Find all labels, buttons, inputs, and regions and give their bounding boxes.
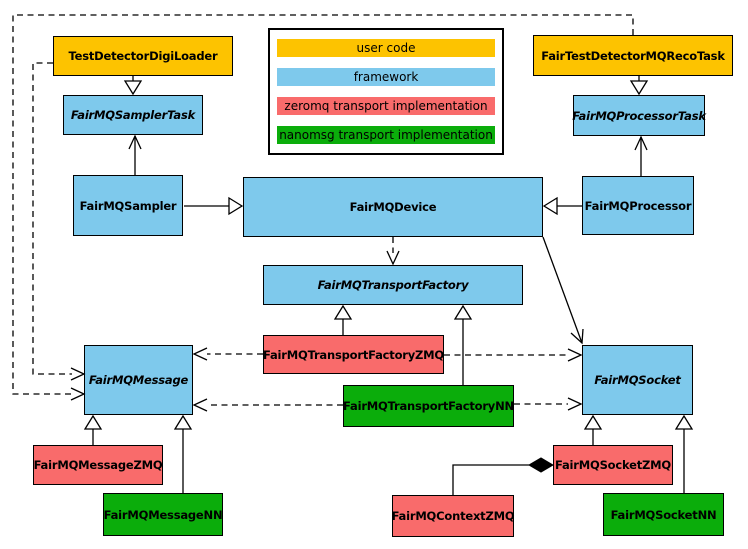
node-fairmqcontextzmq: FairMQContextZMQ bbox=[392, 495, 515, 537]
node-fairmqsocketzmq: FairMQSocketZMQ bbox=[553, 445, 673, 485]
edge-dependency-factorynn-socket bbox=[514, 397, 583, 411]
legend-item-nanomsg: nanomsg transport implementation bbox=[277, 126, 495, 144]
edge-inheritance-socketnn-socket bbox=[674, 414, 694, 493]
edge-inheritance-factorynn-factory bbox=[453, 304, 473, 385]
node-fairmqtransportfactoryzmq: FairMQTransportFactoryZMQ bbox=[263, 335, 444, 374]
edge-inheritance-messagezmq-message bbox=[83, 414, 103, 445]
node-fairmqmessagenn: FairMQMessageNN bbox=[103, 493, 223, 536]
edge-dependency-factoryzmq-message bbox=[192, 347, 263, 361]
edge-inheritance-recotask-processortask bbox=[629, 76, 649, 96]
edge-inheritance-digiloader-samplertask bbox=[123, 76, 143, 96]
node-fairmqmessage: FairMQMessage bbox=[84, 345, 193, 415]
legend-item-zeromq: zeromq transport implementation bbox=[277, 97, 495, 115]
legend: user code framework zeromq transport imp… bbox=[268, 28, 504, 155]
node-fairmqtransportfactorynn: FairMQTransportFactoryNN bbox=[343, 385, 514, 427]
edge-association-device-socket bbox=[542, 236, 584, 345]
node-testdetectordigiloader: TestDetectorDigiLoader bbox=[53, 36, 233, 76]
node-fairmqmessagezmq: FairMQMessageZMQ bbox=[33, 445, 163, 485]
edge-inheritance-messagenn-message bbox=[173, 414, 193, 493]
edge-inheritance-factoryzmq-factory bbox=[333, 304, 353, 335]
node-fairmqprocessor: FairMQProcessor bbox=[582, 176, 694, 235]
node-fairmqtransportfactory: FairMQTransportFactory bbox=[263, 265, 523, 305]
edge-association-sampler-samplertask bbox=[128, 134, 142, 175]
edge-inheritance-processor-device bbox=[542, 196, 582, 216]
edge-composition-contextzmq-socketzmq bbox=[452, 457, 554, 495]
node-fairtestdetectormqrecotask: FairTestDetectorMQRecoTask bbox=[533, 35, 733, 76]
node-fairmqsamplertask: FairMQSamplerTask bbox=[63, 95, 203, 135]
edge-association-processor-processortask bbox=[634, 135, 648, 176]
edge-inheritance-socketzmq-socket bbox=[583, 414, 603, 445]
edge-dependency-factoryzmq-socket bbox=[444, 348, 583, 362]
edge-dependency-device-factory bbox=[386, 237, 400, 266]
node-fairmqprocessortask: FairMQProcessorTask bbox=[572, 95, 706, 136]
edge-inheritance-sampler-device bbox=[184, 196, 244, 216]
legend-item-user-code: user code bbox=[277, 39, 495, 57]
node-fairmqsocket: FairMQSocket bbox=[582, 345, 693, 415]
node-fairmqsocketnn: FairMQSocketNN bbox=[603, 493, 724, 536]
node-fairmqdevice: FairMQDevice bbox=[243, 177, 543, 237]
edge-dependency-factorynn-message bbox=[192, 398, 343, 412]
node-fairmqsampler: FairMQSampler bbox=[73, 175, 183, 236]
legend-item-framework: framework bbox=[277, 68, 495, 86]
